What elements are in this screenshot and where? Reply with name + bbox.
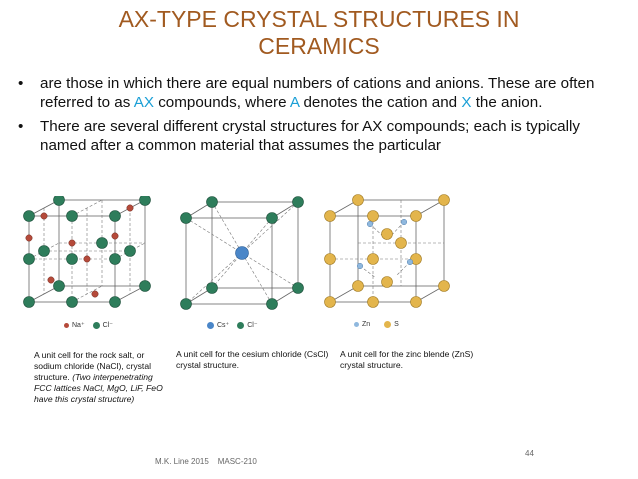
page-number: 44 [525,449,534,458]
sulfur-swatch [384,321,392,328]
bullet-1-x: X [461,94,472,111]
cesium-swatch [207,321,214,329]
bullet-1-text-a: are those in which there are equal numbe… [40,75,595,111]
bullet-1-text-c: denotes the cation and [299,94,462,111]
legend-label: S [394,321,399,328]
bullet-glyph: • [18,118,24,135]
title-line-1: AX-TYPE CRYSTAL STRUCTURES IN [118,6,520,32]
legend-label: Cs⁺ [217,322,230,329]
bullet-1-ax: AX [133,94,154,111]
bullet-list: • are those in which there are equal num… [18,74,628,160]
legend-label: Cl⁻ [247,322,258,329]
legend-label: Na⁺ [72,322,85,329]
cscl-caption-text: A unit cell for the cesium chloride (CsC… [176,349,329,370]
zns-unit-cell-figure [324,194,450,308]
cscl-caption: A unit cell for the cesium chloride (CsC… [176,349,336,371]
bullet-2-text: There are several different crystal stru… [40,118,580,154]
bullet-1-text-d: the anion. [471,94,543,111]
sodium-swatch [64,322,69,328]
cscl-unit-cell-figure [180,196,304,310]
zns-legend: Zn S [354,321,399,328]
bullet-1-a: A [289,94,300,111]
legend-label: Zn [362,321,371,328]
zinc-swatch [354,322,359,327]
bullet-1-text-b: compounds, where [153,94,290,111]
legend-label: Cl⁻ [102,322,113,329]
cscl-legend: Cs⁺ Cl⁻ [207,321,258,329]
nacl-legend: Na⁺ Cl⁻ [64,321,113,329]
nacl-caption: A unit cell for the rock salt, or sodium… [34,350,169,405]
zns-caption: A unit cell for the zinc blende (ZnS) cr… [340,349,475,371]
nacl-unit-cell-figure [23,196,151,308]
chloride-swatch [237,321,245,329]
footer-text: M.K. Line 2015 MASC-210 [155,457,257,466]
zns-caption-text: A unit cell for the zinc blende (ZnS) cr… [340,349,474,370]
bullet-item-1: • are those in which there are equal num… [18,74,628,112]
bullet-item-2: • There are several different crystal st… [18,117,628,155]
slide-title: AX-TYPE CRYSTAL STRUCTURES IN CERAMICS [0,6,638,60]
title-line-2: CERAMICS [258,33,380,59]
nacl-caption-italic: (Two interpenetrating FCC lattices NaCl,… [34,372,163,404]
nacl-caption-text: A unit cell for the rock salt, or sodium… [34,350,152,382]
chloride-swatch [92,321,100,329]
bullet-glyph: • [18,75,24,92]
